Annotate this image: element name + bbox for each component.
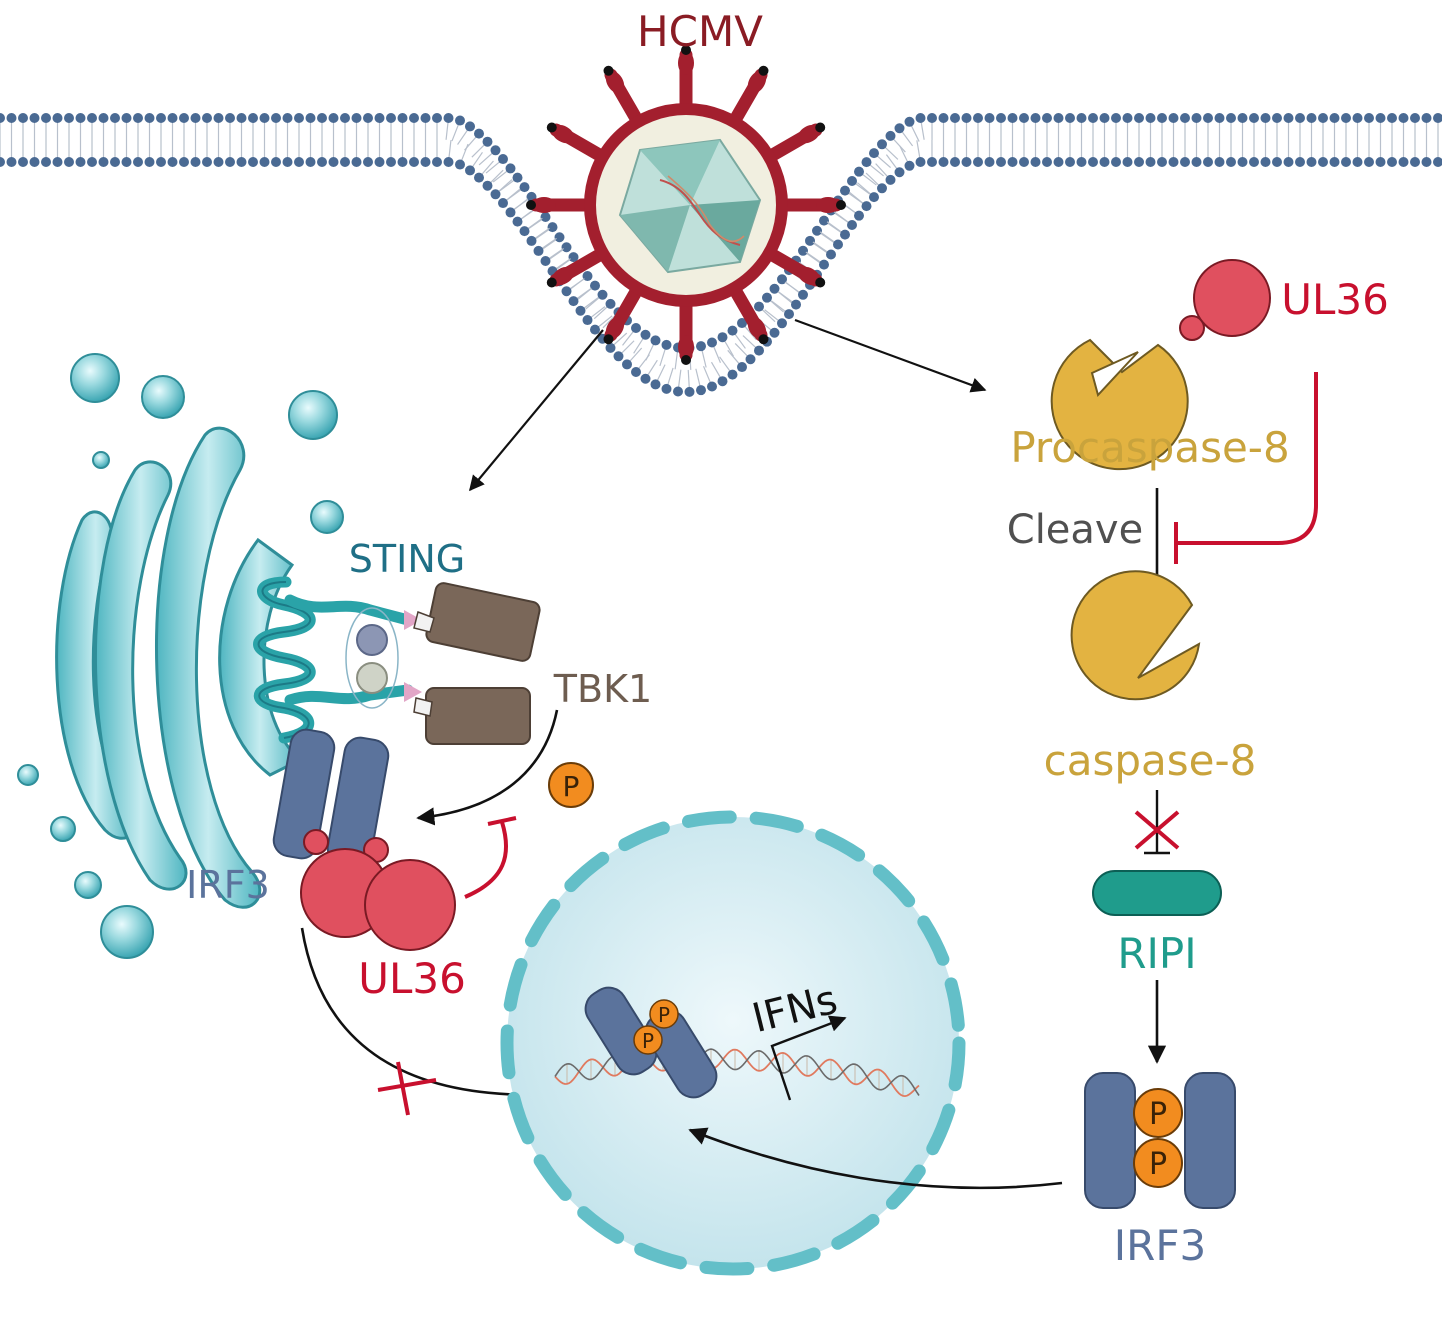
- golgi-apparatus-icon: [17, 353, 344, 959]
- caspase-8-icon: [1070, 570, 1201, 701]
- arrow-virus-to-sting: [469, 329, 604, 492]
- arrow-irf3-to-nucleus: [688, 1127, 1063, 1190]
- procaspase-label: Procaspase-8: [1010, 423, 1289, 472]
- ul36-left-icon: [300, 829, 456, 951]
- svg-text:P: P: [658, 1003, 670, 1027]
- nucleus-icon: P P: [500, 810, 966, 1276]
- cleave-label: Cleave: [1007, 507, 1143, 553]
- inhibition-cross-right-icon: [1134, 810, 1180, 850]
- arrow-tbk1-to-irf3: [416, 709, 559, 826]
- svg-text:P: P: [1149, 1097, 1167, 1132]
- ripi-icon: [1092, 870, 1222, 916]
- caspase-label: caspase-8: [1044, 736, 1257, 785]
- ul36-right-icon: [1179, 259, 1271, 341]
- tbk1-label: TBK1: [553, 667, 652, 711]
- inhibit-bar: [487, 816, 517, 826]
- irf3-dimer-right-icon: P P: [1084, 1072, 1236, 1209]
- inhibit-ul36-cleavage: [1178, 372, 1318, 545]
- virus-label: HCMV: [637, 7, 763, 56]
- sting-dimer-icon: [253, 576, 422, 744]
- irf3-dimer-left-icon: [272, 728, 390, 868]
- irf3-left-label: IRF3: [186, 863, 270, 907]
- svg-text:P: P: [563, 770, 580, 803]
- ul36-left-label: UL36: [358, 954, 466, 1003]
- transcription-arrow: [770, 1015, 847, 1101]
- arrow-virus-to-procaspase: [794, 318, 987, 393]
- cell-membrane: [0, 113, 1442, 397]
- inhibit-ul36-phosphorylation: [464, 821, 509, 899]
- ripi-label: RIPI: [1117, 929, 1196, 978]
- phosphate-nucleus-icon: P P: [633, 999, 679, 1055]
- svg-text:P: P: [642, 1029, 654, 1053]
- irf3-right-label: IRF3: [1114, 1221, 1206, 1270]
- ul36-right-label: UL36: [1281, 275, 1389, 324]
- hcmv-virion-icon: [526, 45, 846, 365]
- tbk1-dimer-icon: [413, 582, 541, 745]
- procaspase-8-icon: [1050, 338, 1189, 471]
- phosphate-icon: P: [548, 762, 594, 808]
- inhibition-cross-icon: [377, 1061, 437, 1116]
- virus-capsid: [618, 138, 762, 274]
- sting-label: STING: [349, 537, 465, 581]
- svg-text:P: P: [1149, 1147, 1167, 1182]
